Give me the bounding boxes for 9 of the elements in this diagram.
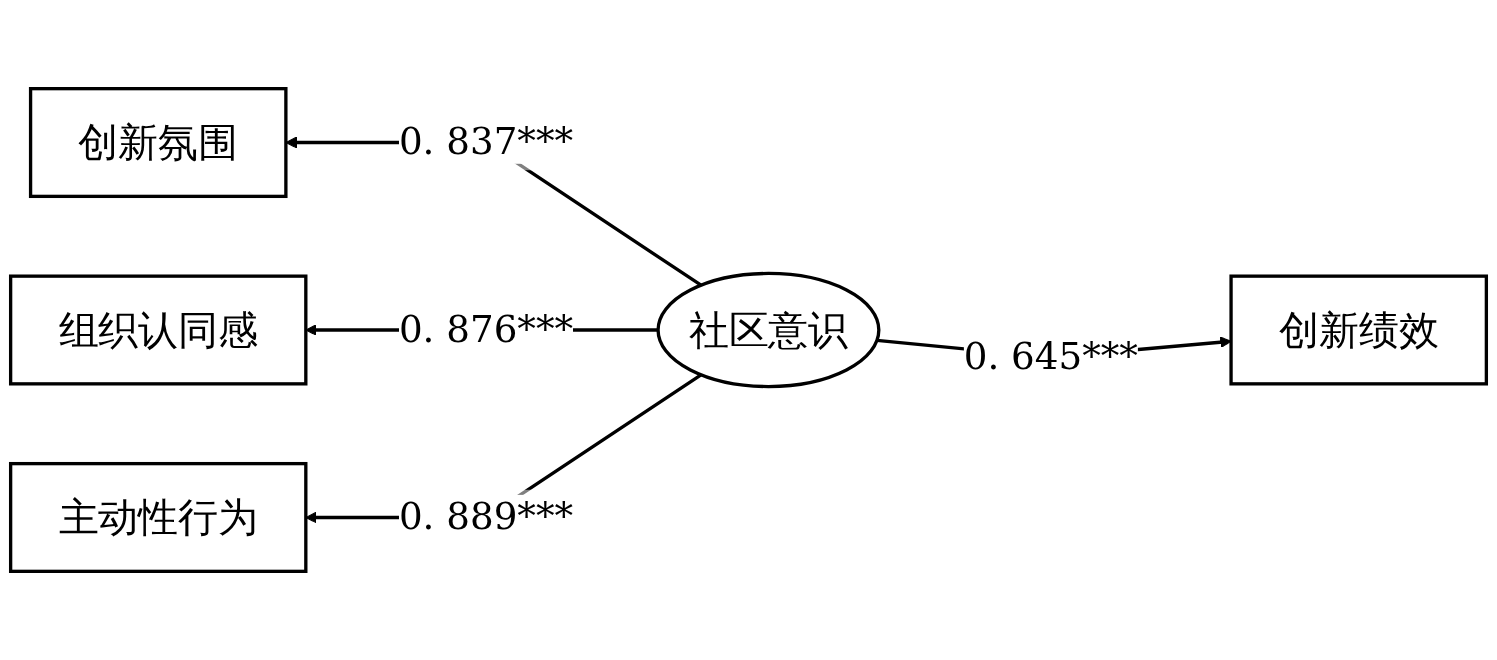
edge-label: 0. 837***	[398, 119, 574, 164]
node-box: 组织认同感	[9, 274, 308, 386]
node-ellipse: 社区意识	[656, 271, 881, 389]
node-box: 主动性行为	[9, 461, 308, 573]
edge-label: 0. 876***	[398, 307, 574, 352]
edge-label: 0. 889***	[398, 494, 574, 539]
node-box: 创新绩效	[1229, 274, 1488, 386]
node-box: 创新氛围	[28, 87, 288, 199]
edge-label: 0. 645***	[963, 334, 1138, 379]
